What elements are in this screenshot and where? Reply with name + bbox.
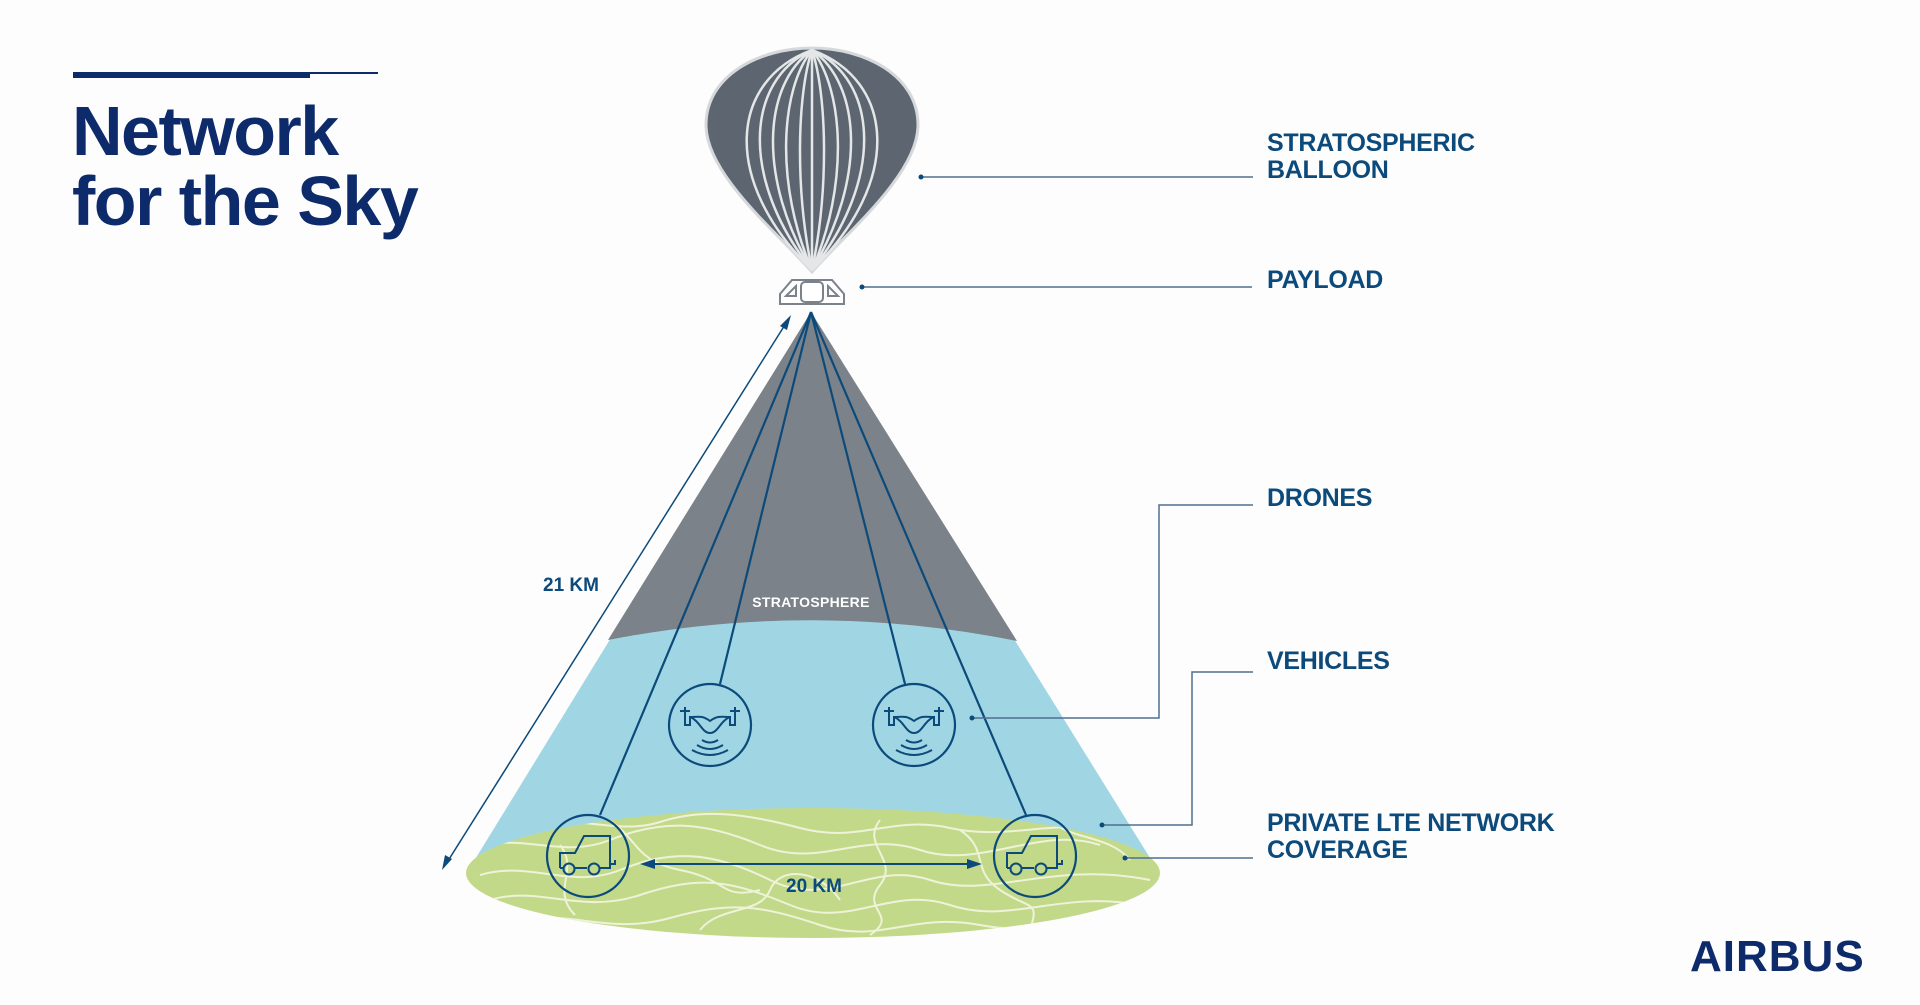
- label-balloon-line-2: BALLOON: [1267, 156, 1389, 184]
- title-rule-thick: [73, 72, 310, 78]
- vehicle-icon: [992, 813, 1078, 899]
- coverage-ground: [466, 808, 1160, 938]
- leader-dots: [859, 174, 1128, 861]
- title-rule-thin: [73, 72, 378, 74]
- label-coverage-line-1: PRIVATE LTE NETWORK: [1267, 809, 1555, 837]
- coverage-width-label: 20 KM: [786, 876, 842, 897]
- page-title: Network for the Sky: [72, 92, 419, 240]
- altitude-arrow: [442, 315, 791, 870]
- label-payload: PAYLOAD: [1267, 266, 1383, 294]
- drone-icon: [667, 682, 753, 768]
- label-vehicles: VEHICLES: [1267, 647, 1390, 675]
- label-balloon-line-1: STRATOSPHERIC: [1267, 129, 1475, 157]
- signal-lines: [598, 311, 1028, 816]
- leader-lines: [862, 176, 1253, 859]
- label-coverage-line-2: COVERAGE: [1267, 836, 1408, 864]
- title-line-2: for the Sky: [72, 162, 419, 240]
- payload-icon: [779, 279, 845, 305]
- stratosphere-label: STRATOSPHERE: [752, 594, 869, 610]
- label-drones: DRONES: [1267, 484, 1373, 512]
- balloon-icon: [704, 46, 920, 275]
- coverage-width-arrow: [640, 859, 982, 869]
- label-stratospheric-balloon: STRATOSPHERIC BALLOON: [1267, 130, 1475, 184]
- altitude-label: 21 KM: [543, 575, 599, 596]
- title-line-1: Network: [72, 92, 339, 170]
- airbus-logo: AIRBUS: [1690, 932, 1865, 981]
- drone-icon: [871, 682, 957, 768]
- stratosphere-band: [608, 312, 1017, 641]
- label-private-lte-coverage: PRIVATE LTE NETWORK COVERAGE: [1267, 809, 1555, 864]
- vehicle-icon: [545, 813, 631, 899]
